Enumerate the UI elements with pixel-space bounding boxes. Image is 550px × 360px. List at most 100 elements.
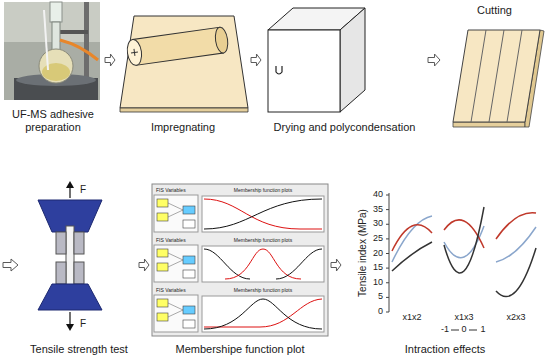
stand-clamp [58, 30, 88, 34]
input-block [157, 199, 168, 207]
door-handle [276, 66, 282, 74]
flask-neck [52, 22, 60, 52]
specimen [66, 226, 74, 288]
tick-label: 40 [373, 190, 383, 200]
system-block [183, 206, 195, 214]
force-arrowhead [66, 324, 74, 331]
step-photo: UF-MS adhesive preparation [2, 2, 104, 136]
oven [268, 8, 365, 112]
tick-label: 20 [373, 249, 383, 259]
fis-panel [154, 195, 198, 232]
grip-jaw [56, 262, 66, 284]
y-ticks [386, 195, 389, 312]
step-illustration: Impregnating [116, 2, 250, 136]
flow-arrow [251, 54, 261, 66]
input-block [157, 249, 168, 257]
condenser [50, 2, 62, 22]
cut-line [507, 30, 522, 122]
panel-title: FIS Variables [156, 288, 186, 294]
tick-label: 0 [378, 307, 383, 317]
panel-edge [453, 122, 525, 127]
tensile-tester [38, 181, 102, 331]
flow-arrow [3, 259, 18, 271]
mf-curve [204, 199, 322, 229]
input-block [157, 313, 168, 321]
output-block [183, 320, 195, 328]
mf-curve [204, 199, 322, 229]
level-label: 0 [461, 325, 466, 335]
effect-curve [496, 248, 536, 297]
sheet-edge [120, 108, 248, 112]
force-label: F [80, 318, 86, 329]
roller-body [133, 27, 224, 65]
block-link [168, 303, 183, 317]
system-block [183, 306, 195, 314]
mf-plot-area [202, 296, 324, 332]
block-link [168, 203, 183, 217]
step-caption: Cutting [477, 4, 512, 17]
cut-line [471, 30, 486, 122]
input-block [157, 299, 168, 307]
category-label: x1x2 [402, 313, 421, 323]
axis-title: Tensile index (MPa) [357, 209, 368, 297]
effect-curve [392, 242, 432, 271]
input-block [157, 213, 168, 221]
mf-curve [276, 249, 322, 279]
cut-line [489, 30, 504, 122]
force-label: F [80, 184, 86, 195]
thermometer [44, 10, 48, 70]
window-frame [152, 184, 328, 336]
adhesive-liquid [42, 63, 70, 81]
plot-title: Membership function plots [234, 188, 292, 194]
tick-label: 30 [373, 219, 383, 229]
effect-curve [392, 225, 432, 251]
force-arrowhead [66, 181, 74, 188]
panel-title: FIS Variables [156, 238, 186, 244]
grip-jaw [74, 232, 84, 254]
step-caption: UF-MS adhesive preparation [4, 108, 102, 134]
panel-face [453, 30, 540, 122]
effect-curve [444, 226, 484, 258]
block-link [168, 253, 183, 267]
mf-curve [204, 299, 322, 327]
output-block [183, 220, 195, 228]
roller-end [126, 39, 143, 67]
step-caption: Membershipe function plot [175, 343, 304, 356]
y-axis [389, 193, 390, 312]
fis-panel [154, 295, 198, 332]
oven-side [340, 8, 365, 112]
step-illustration: Drying and polycondensation [262, 2, 427, 136]
lab-photo [4, 2, 100, 100]
impregnating-illustration [120, 16, 248, 112]
tick-label: 35 [373, 205, 383, 215]
force-arrow [69, 312, 70, 325]
membership-screenshot [152, 184, 328, 336]
tick-label: 15 [373, 263, 383, 273]
paper-sheet [120, 16, 248, 108]
level-label: 1 [480, 325, 485, 335]
effect-curve [496, 227, 536, 262]
mf-curve [204, 299, 322, 329]
tick-label: 25 [373, 234, 383, 244]
category-label: x1x3 [454, 313, 473, 323]
level-dash [469, 330, 477, 331]
oven-door [268, 30, 340, 112]
grip-jaw [74, 262, 84, 284]
flow-arrow [139, 259, 149, 271]
roller-axis-mark [133, 49, 135, 56]
plot-title: Membership function plots [234, 288, 292, 294]
fis-panel [154, 245, 198, 282]
tick-label: 10 [373, 278, 383, 288]
panel-title: FIS Variables [156, 188, 186, 194]
roller-end [214, 26, 230, 53]
cut-panel [453, 30, 544, 127]
step-screenshot: Membershipe function plot [150, 180, 330, 358]
tube [60, 40, 98, 60]
flask-body [39, 49, 73, 83]
level-label: -1 [441, 325, 449, 335]
plot-title: Membership function plots [234, 238, 292, 244]
step-illustration: Cutting [441, 2, 548, 136]
